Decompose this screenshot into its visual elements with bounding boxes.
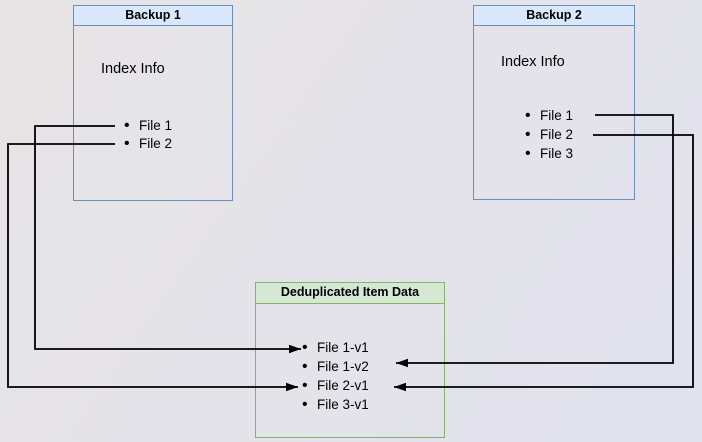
list-item: File 2	[124, 135, 172, 153]
backup2-box: Backup 2	[473, 5, 635, 200]
backup1-title: Backup 1	[74, 6, 232, 26]
backup2-file-list: File 1 File 2 File 3	[525, 106, 573, 163]
deduplicated-item-data-title: Deduplicated Item Data	[256, 283, 444, 304]
backup1-box: Backup 1	[73, 5, 233, 201]
backup1-index-info-label: Index Info	[101, 61, 165, 77]
list-item: File 1-v1	[302, 338, 369, 357]
list-item: File 1	[525, 106, 573, 125]
backup2-index-info-label: Index Info	[501, 54, 565, 70]
backup1-file-list: File 1 File 2	[124, 117, 172, 153]
list-item: File 3	[525, 144, 573, 163]
backup2-title: Backup 2	[474, 6, 634, 26]
list-item: File 2	[525, 125, 573, 144]
list-item: File 1	[124, 117, 172, 135]
list-item: File 3-v1	[302, 395, 369, 414]
deduplicated-item-list: File 1-v1 File 1-v2 File 2-v1 File 3-v1	[302, 338, 369, 414]
list-item: File 2-v1	[302, 376, 369, 395]
list-item: File 1-v2	[302, 357, 369, 376]
